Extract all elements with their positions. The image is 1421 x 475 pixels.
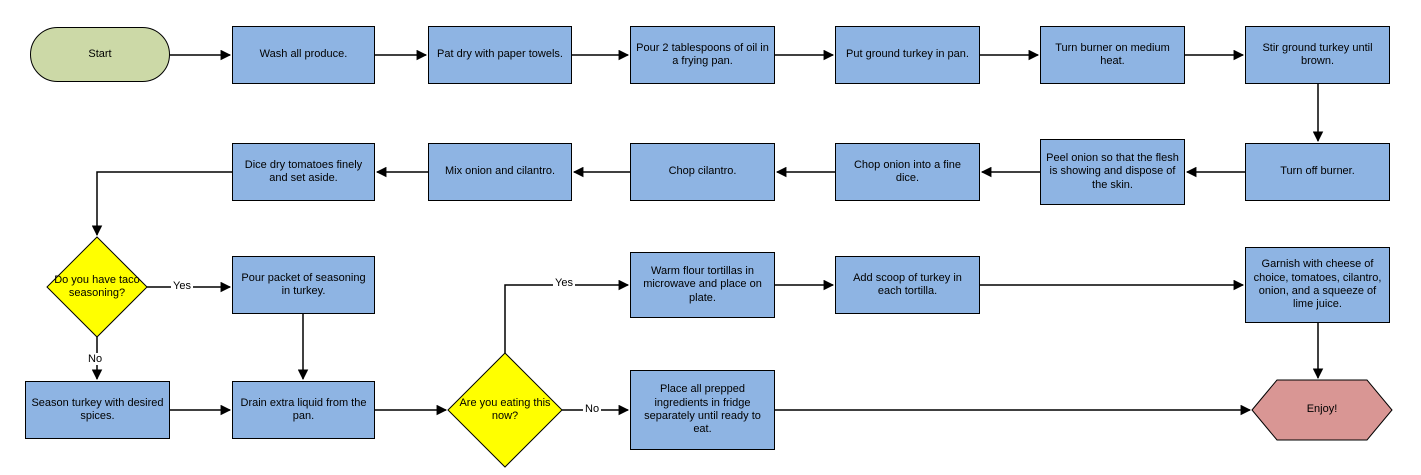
node-pour-packet-label: Pour packet of seasoning in turkey. — [241, 271, 366, 297]
node-burner-off-label: Turn off burner. — [1280, 165, 1355, 178]
decision-eating-now-shape — [447, 352, 563, 468]
node-drain-liquid-label: Drain extra liquid from the pan. — [240, 396, 367, 422]
node-pour-oil-label: Pour 2 tablespoons of oil in a frying pa… — [636, 41, 769, 67]
node-chop-onion: Chop onion into a fine dice. — [835, 143, 980, 201]
decision-have-seasoning-label: Do you have taco seasoning? — [54, 273, 140, 299]
node-mix-onion-cilantro: Mix onion and cilantro. — [428, 143, 572, 201]
node-chop-cilantro-label: Chop cilantro. — [668, 165, 737, 178]
node-pat-dry: Pat dry with paper towels. — [428, 26, 572, 84]
edge-label-seasoning-no: No — [86, 353, 105, 365]
node-chop-cilantro: Chop cilantro. — [630, 143, 775, 201]
edge-label-seasoning-yes: Yes — [171, 280, 193, 292]
node-season-turkey-label: Season turkey with desired spices. — [31, 396, 164, 422]
node-pour-oil: Pour 2 tablespoons of oil in a frying pa… — [630, 26, 775, 84]
node-peel-onion: Peel onion so that the flesh is showing … — [1040, 139, 1185, 205]
node-season-turkey: Season turkey with desired spices. — [25, 381, 170, 439]
end-enjoy-shape — [1251, 379, 1393, 441]
decision-eating-now-label: Are you eating this now? — [459, 396, 551, 422]
node-mix-onion-cilantro-label: Mix onion and cilantro. — [444, 165, 556, 178]
node-add-scoop: Add scoop of turkey in each tortilla. — [835, 256, 980, 314]
node-chop-onion-label: Chop onion into a fine dice. — [853, 158, 962, 184]
decision-have-seasoning-shape — [46, 236, 148, 338]
node-burner-on-label: Turn burner on medium heat. — [1055, 41, 1170, 67]
edge-label-eating-yes: Yes — [553, 277, 575, 289]
node-warm-tortillas: Warm flour tortillas in microwave and pl… — [630, 252, 775, 318]
node-burner-on: Turn burner on medium heat. — [1040, 26, 1185, 84]
edge-label-eating-no: No — [583, 403, 602, 415]
node-pour-packet: Pour packet of seasoning in turkey. — [232, 256, 375, 314]
node-warm-tortillas-label: Warm flour tortillas in microwave and pl… — [643, 264, 762, 304]
node-burner-off: Turn off burner. — [1245, 143, 1390, 201]
node-stir-turkey: Stir ground turkey until brown. — [1245, 26, 1390, 84]
node-stir-turkey-label: Stir ground turkey until brown. — [1262, 41, 1373, 67]
node-pat-dry-label: Pat dry with paper towels. — [437, 48, 563, 61]
node-put-turkey-label: Put ground turkey in pan. — [846, 48, 969, 61]
node-drain-liquid: Drain extra liquid from the pan. — [232, 381, 375, 439]
node-wash-produce: Wash all produce. — [232, 26, 375, 84]
node-start-label: Start — [88, 47, 112, 60]
edge-eatingnow-yes-warmtortillas — [504, 279, 630, 353]
node-put-turkey: Put ground turkey in pan. — [835, 26, 980, 84]
node-fridge: Place all prepped ingredients in fridge … — [630, 370, 775, 450]
node-peel-onion-label: Peel onion so that the flesh is showing … — [1046, 151, 1179, 191]
end-enjoy-label: Enjoy! — [1306, 403, 1338, 416]
node-wash-produce-label: Wash all produce. — [259, 48, 348, 61]
node-garnish-label: Garnish with cheese of choice, tomatoes,… — [1253, 258, 1382, 311]
node-add-scoop-label: Add scoop of turkey in each tortilla. — [853, 271, 962, 297]
edge-dicetomatoes-haveseasoning — [91, 171, 232, 237]
node-garnish: Garnish with cheese of choice, tomatoes,… — [1245, 247, 1390, 323]
node-start: Start — [30, 27, 170, 82]
node-fridge-label: Place all prepped ingredients in fridge … — [644, 383, 761, 436]
node-dice-tomatoes-label: Dice dry tomatoes finely and set aside. — [244, 158, 363, 184]
node-dice-tomatoes: Dice dry tomatoes finely and set aside. — [232, 143, 375, 201]
